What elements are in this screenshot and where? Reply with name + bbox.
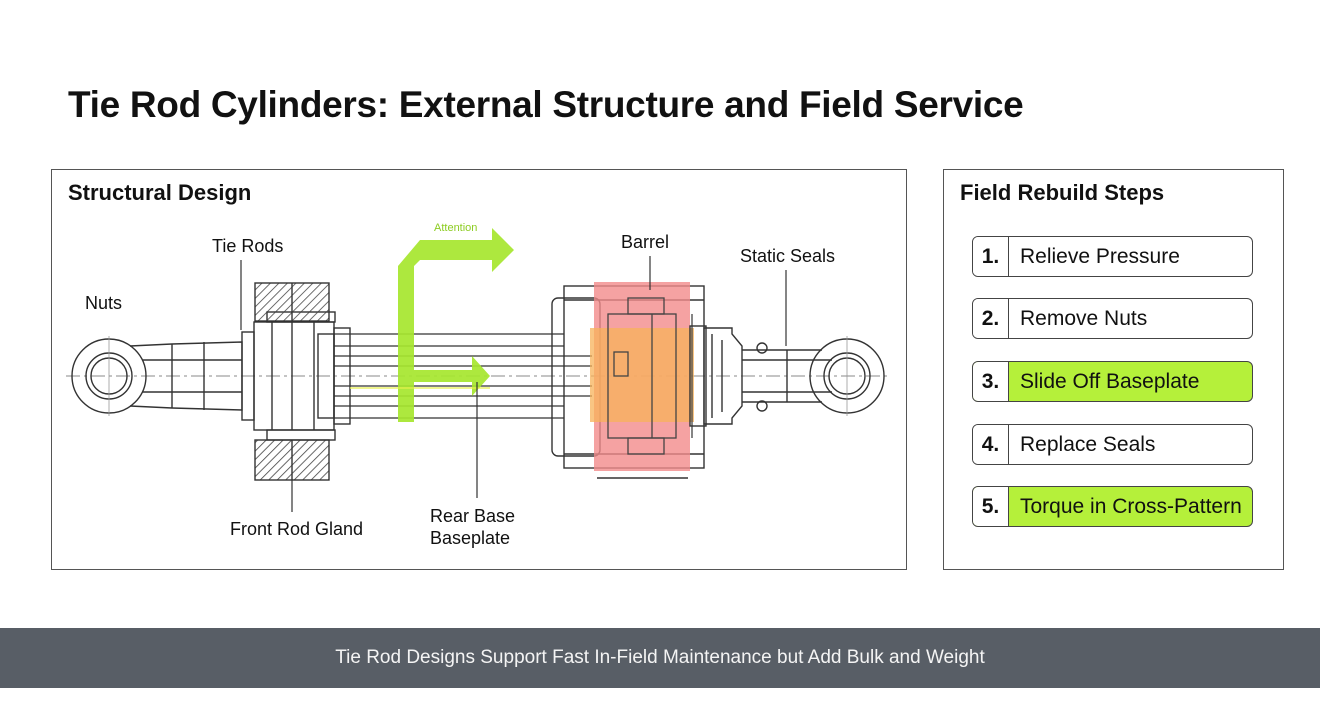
rear-cap: [689, 325, 768, 427]
rear-rod: [742, 349, 832, 403]
step-number: 3.: [973, 362, 1009, 401]
structural-design-title: Structural Design: [68, 180, 252, 205]
label-baseplate: Baseplate: [430, 528, 510, 548]
seal-details: [607, 297, 693, 455]
step-label: Replace Seals: [1020, 432, 1156, 456]
seal-highlight-orange: [590, 328, 694, 422]
label-nuts: Nuts: [85, 293, 122, 313]
step-item-2: 2. Remove Nuts: [972, 298, 1253, 339]
label-front-rod-gland: Front Rod Gland: [230, 519, 363, 539]
right-clevis: [809, 336, 885, 416]
left-clevis: [71, 336, 243, 416]
step-number: 4.: [973, 425, 1009, 464]
step-number: 5.: [973, 487, 1009, 526]
structural-design-panel: Structural Design: [51, 169, 907, 570]
label-tie-rods: Tie Rods: [212, 236, 283, 256]
leader-lines: [240, 256, 787, 512]
step-item-5: 5. Torque in Cross-Pattern: [972, 486, 1253, 527]
caption-bar: Tie Rod Designs Support Fast In-Field Ma…: [0, 628, 1320, 688]
label-static-seals: Static Seals: [740, 246, 835, 266]
step-label: Slide Off Baseplate: [1020, 369, 1200, 393]
step-item-3: 3. Slide Off Baseplate: [972, 361, 1253, 402]
label-rear-base: Rear Base: [430, 506, 515, 526]
step-number: 1.: [973, 237, 1009, 276]
attention-arrow: [398, 228, 514, 422]
front-cap: [317, 327, 351, 425]
gland-blocks: [254, 282, 330, 481]
step-number: 2.: [973, 299, 1009, 338]
field-rebuild-title: Field Rebuild Steps: [960, 180, 1165, 205]
cylinder-diagram: Nuts Tie Rods Attention Barrel Static Se…: [66, 222, 890, 548]
caption-text: Tie Rod Designs Support Fast In-Field Ma…: [335, 647, 985, 668]
page-title: Tie Rod Cylinders: External Structure an…: [68, 84, 1024, 125]
step-item-1: 1. Relieve Pressure: [972, 236, 1253, 277]
step-label: Torque in Cross-Pattern: [1020, 494, 1242, 518]
step-item-4: 4. Replace Seals: [972, 424, 1253, 465]
step-label: Relieve Pressure: [1020, 244, 1180, 268]
label-barrel: Barrel: [621, 232, 669, 252]
label-attention: Attention: [434, 222, 477, 234]
tie-rod-lines: [334, 333, 592, 419]
field-rebuild-panel: Field Rebuild Steps 1. Relieve Pressure …: [943, 169, 1284, 570]
step-label: Remove Nuts: [1020, 306, 1148, 330]
